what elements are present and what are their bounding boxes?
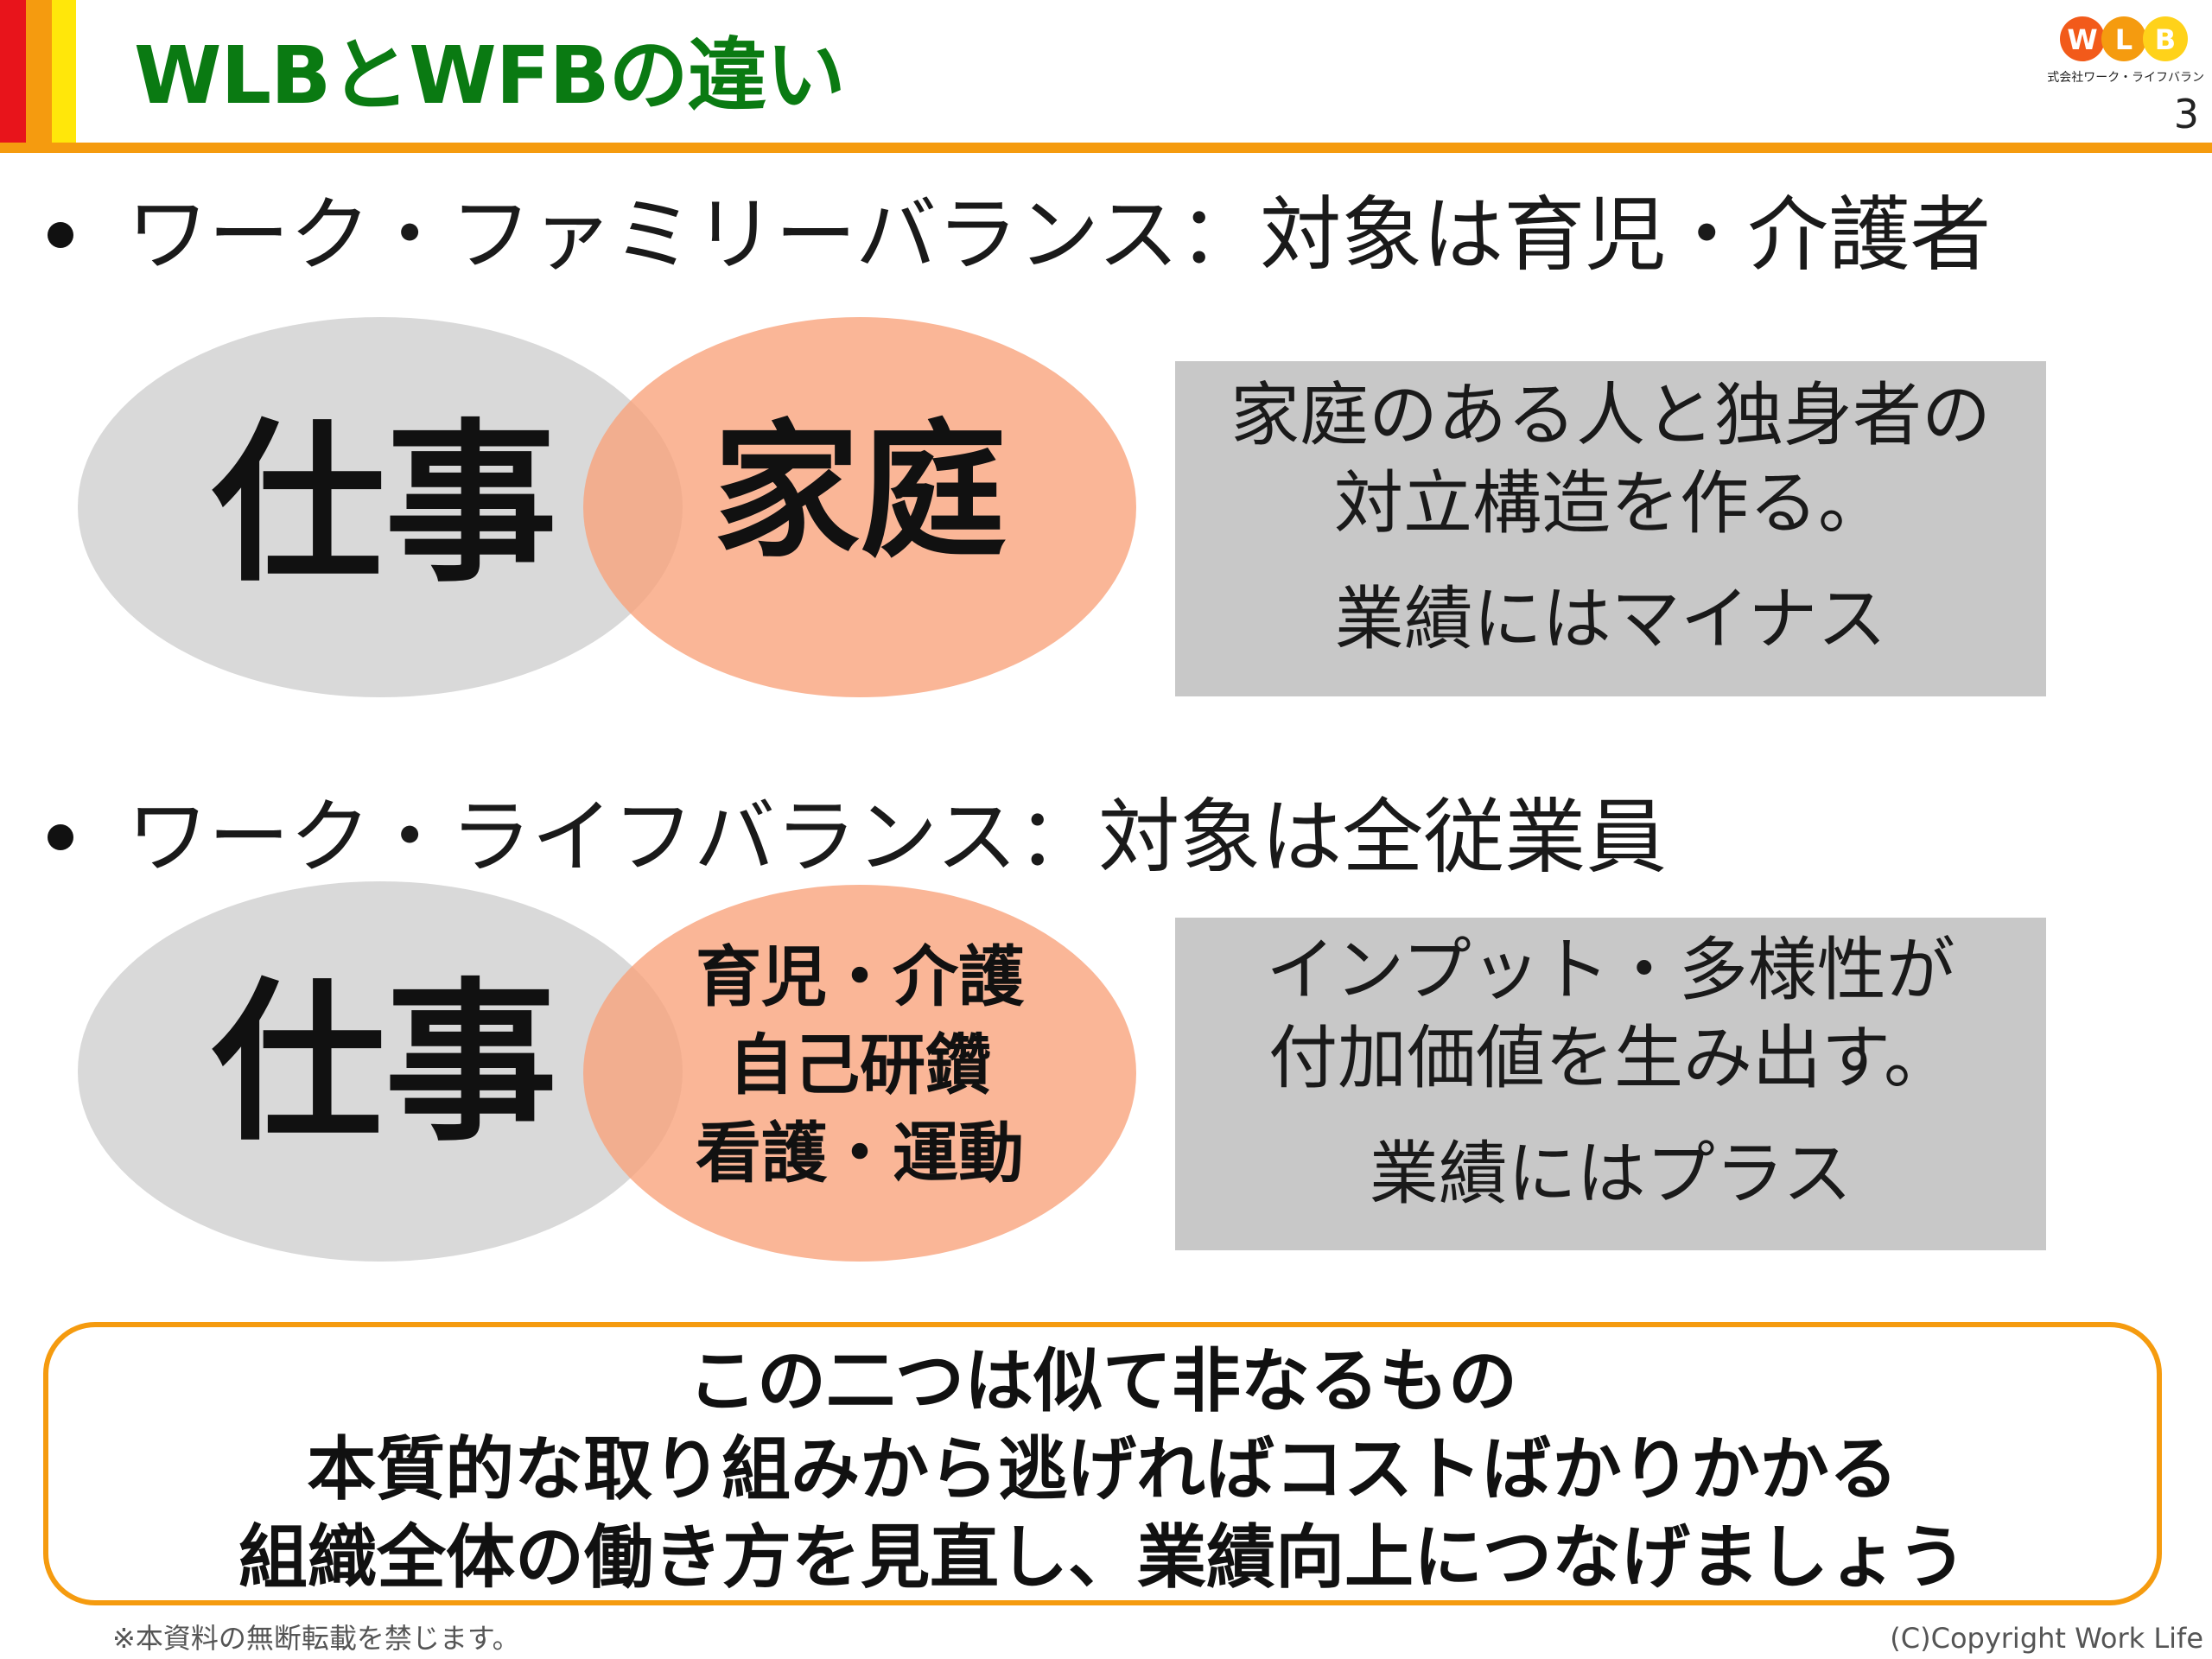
bullet-wlb-text: ワーク・ライフバランス：対象は全従業員 (127, 791, 1668, 885)
header-rule (0, 143, 2212, 153)
info-wlb-line-2: 付加価値を生み出す。 (1268, 1018, 1953, 1098)
info-wlb-result: 業績にはプラス (1369, 1134, 1853, 1214)
venn-wlb-work-label: 仕事 (212, 963, 558, 1165)
venn-wfb-family-label: 家庭 (712, 407, 1007, 578)
venn-wfb-shapes (78, 317, 1136, 697)
circle-family (583, 317, 1136, 697)
venn-wfb-work-label: 仕事 (212, 404, 558, 606)
info-wfb-line-2: 対立構造を作る。 (1334, 463, 1887, 543)
logo-letter-w: W (2067, 23, 2097, 56)
conclusion-line-3: 組織全体の働き方を見直し、業績向上につなげましょう (238, 1517, 1967, 1598)
header-accent-orange (26, 0, 52, 143)
venn-wlb-life-line-1: 育児・介護 (696, 938, 1024, 1015)
venn-wlb-life-line-3: 看護・運動 (696, 1115, 1024, 1192)
logo-company-name: 株式会社ワーク・ライフバランス (2048, 71, 2203, 85)
wlb-logo-icon: W L B 株式会社ワーク・ライフバランス (2035, 16, 2212, 85)
venn-wlb-life-line-2: 自己研鑽 (728, 1027, 991, 1103)
header-accent-yellow (52, 0, 76, 143)
info-box-wfb: 家庭のある人と独身者の 対立構造を作る。 業績にはマイナス (1175, 361, 2046, 696)
header-accent-red (0, 0, 26, 143)
footer-copyright: (C)Copyright Work Life (1890, 1622, 2203, 1655)
info-box-wlb: インプット・多様性が 付加価値を生み出す。 業績にはプラス (1175, 918, 2046, 1250)
bullet-wfb-text: ワーク・ファミリーバランス：対象は育児・介護者 (127, 188, 1992, 283)
logo-letter-l: L (2115, 23, 2133, 56)
slide-title: WLBとWFBの違い (134, 29, 846, 122)
bullet-wfb: ワーク・ファミリーバランス：対象は育児・介護者 (48, 188, 1991, 283)
venn-wlb-life-labels: 育児・介護 自己研鑽 看護・運動 (579, 933, 1141, 1198)
conclusion-box: この二つは似て非なるもの 本質的な取り組みから逃げればコストばかりかかる 組織全… (43, 1322, 2162, 1605)
info-wfb-line-1: 家庭のある人と独身者の (1230, 375, 1991, 455)
circle-work (78, 881, 683, 1262)
logo-letter-b: B (2155, 23, 2176, 56)
footer-notice: ※本資料の無断転載を禁じます。 (112, 1622, 520, 1655)
info-wfb-result: 業績にはマイナス (1334, 579, 1887, 659)
circle-work (78, 317, 683, 697)
venn-wlb (78, 881, 1149, 1270)
venn-wfb (78, 313, 1149, 702)
company-logo: W L B 株式会社ワーク・ライフバランス (2035, 9, 2212, 86)
conclusion-line-2: 本質的な取り組みから逃げればコストばかりかかる (307, 1429, 1898, 1510)
circle-life (583, 885, 1136, 1262)
info-wlb-line-1: インプット・多様性が (1266, 930, 1955, 1010)
bullet-dot-icon (48, 824, 73, 851)
bullet-wlb: ワーク・ライフバランス：対象は全従業員 (48, 791, 1667, 886)
conclusion-line-1: この二つは似て非なるもの (688, 1341, 1517, 1421)
venn-wlb-shapes (78, 881, 1136, 1262)
bullet-dot-icon (48, 222, 73, 249)
page-number: 3 (2173, 91, 2199, 137)
